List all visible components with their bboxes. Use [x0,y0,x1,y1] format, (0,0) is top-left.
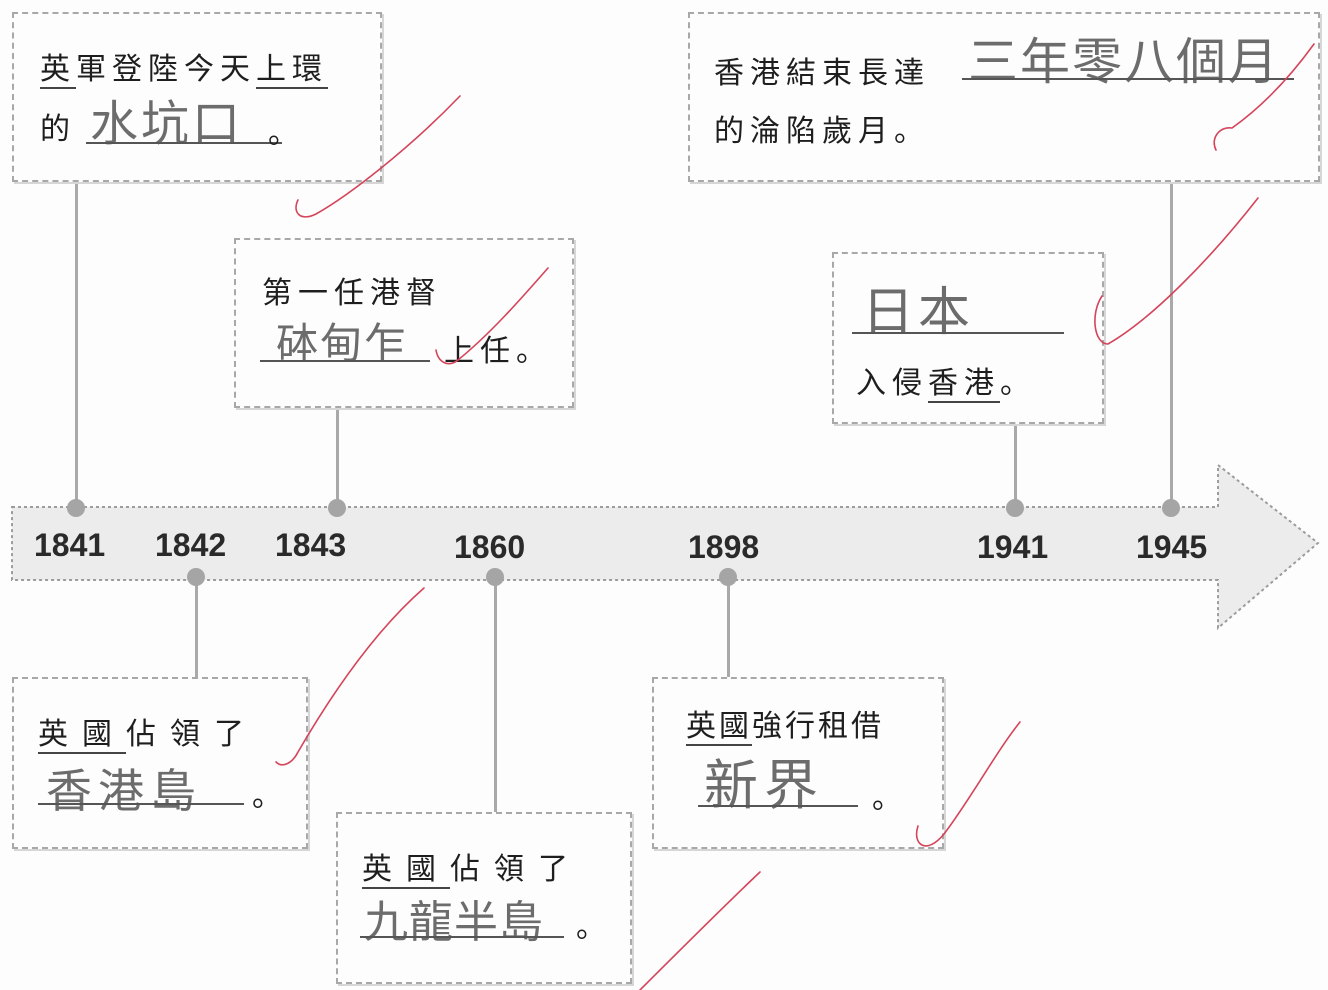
event-1843-answer: 砵甸乍 [276,319,409,368]
event-1860-answer: 九龍半島 [364,897,544,948]
event-1941-line2: 入侵香港。 [856,358,1036,403]
event-card-1841: 英軍登陸今天上環 的 水坑口 。 [12,12,382,182]
event-1842-country: 英國 [38,717,126,754]
event-1841-line1: 英軍登陸今天上環 [40,44,328,89]
event-1843-suffix: 上任。 [444,334,552,369]
event-1898-country: 英國 [686,709,752,746]
event-1941-place: 香港 [928,366,1000,403]
event-1842-text: 佔領了 [126,717,258,752]
event-1841-answer-line [86,142,282,144]
event-1941-suffix: 。 [1000,366,1036,401]
year-label-1945: 1945 [1136,529,1208,565]
event-1843-answer-line [260,360,430,362]
event-1945-answer: 三年零八個月 [968,33,1280,91]
event-1945-text: 香港結束長達 [714,56,930,91]
timeline-dot-1841 [67,499,85,517]
event-1860-answer-line [360,936,564,938]
event-1898-answer: 新界 [704,754,824,817]
event-card-1843: 第一任港督 砵甸乍 上任。 [234,238,574,408]
connector-1860 [494,577,497,812]
timeline-dot-1941 [1006,499,1024,517]
connector-1843 [336,405,339,510]
event-1842-answer: 香港島 [46,764,202,818]
year-label-1841: 1841 [34,527,106,563]
check-mark-1941 [1094,197,1259,345]
event-1841-suffix: 。 [268,116,304,151]
year-label-1898: 1898 [688,529,760,565]
year-label-1843: 1843 [275,527,347,563]
event-card-1945: 香港結束長達 三年零八個月 的淪陷歲月。 [688,12,1320,182]
connector-1842 [195,577,198,677]
event-1898-line1: 英國強行租借 [686,701,884,746]
event-1945-answer-line [962,78,1294,80]
event-1860-suffix: 。 [576,910,612,945]
event-1860-line1: 英國佔領了 [362,844,582,889]
event-1841-prefix: 的 [40,112,76,147]
event-card-1898: 英國強行租借 新界 。 [652,677,944,849]
event-1860-country: 英國 [362,852,450,889]
timeline-dot-1860 [486,568,504,586]
event-card-1941: 日本 入侵香港。 [832,252,1104,424]
connector-1898 [727,577,730,677]
event-1842-answer-line [38,803,244,805]
timeline-dot-1842 [187,568,205,586]
event-card-1842: 英國佔領了 香港島 。 [12,677,308,849]
event-1860-text: 佔領了 [450,852,582,887]
event-1941-prefix: 入侵 [856,366,928,401]
timeline-dot-1843 [328,499,346,517]
event-1841-text: 軍登陸今天 [76,52,256,87]
event-1941-answer-line [852,332,1064,334]
event-1843-text: 第一任港督 [262,276,442,311]
event-1842-suffix: 。 [252,779,288,814]
event-1842-line1: 英國佔領了 [38,709,258,754]
connector-1941 [1014,422,1017,510]
timeline-dot-1945 [1162,499,1180,517]
year-label-1941: 1941 [977,529,1049,565]
connector-1945 [1170,180,1173,510]
year-label-1860: 1860 [454,529,526,565]
event-1841-subject: 英 [40,52,76,89]
year-label-1842: 1842 [155,527,227,563]
connector-1841 [75,180,78,510]
event-1898-suffix: 。 [872,781,908,816]
event-1945-line2: 的淪陷歲月。 [714,114,930,149]
event-1898-text: 強行租借 [752,709,884,744]
event-1898-answer-line [698,805,858,807]
check-mark-1860 [639,871,761,990]
event-card-1860: 英國佔領了 九龍半島 。 [336,812,632,984]
timeline-dot-1898 [719,568,737,586]
event-1841-place: 上環 [256,52,328,89]
